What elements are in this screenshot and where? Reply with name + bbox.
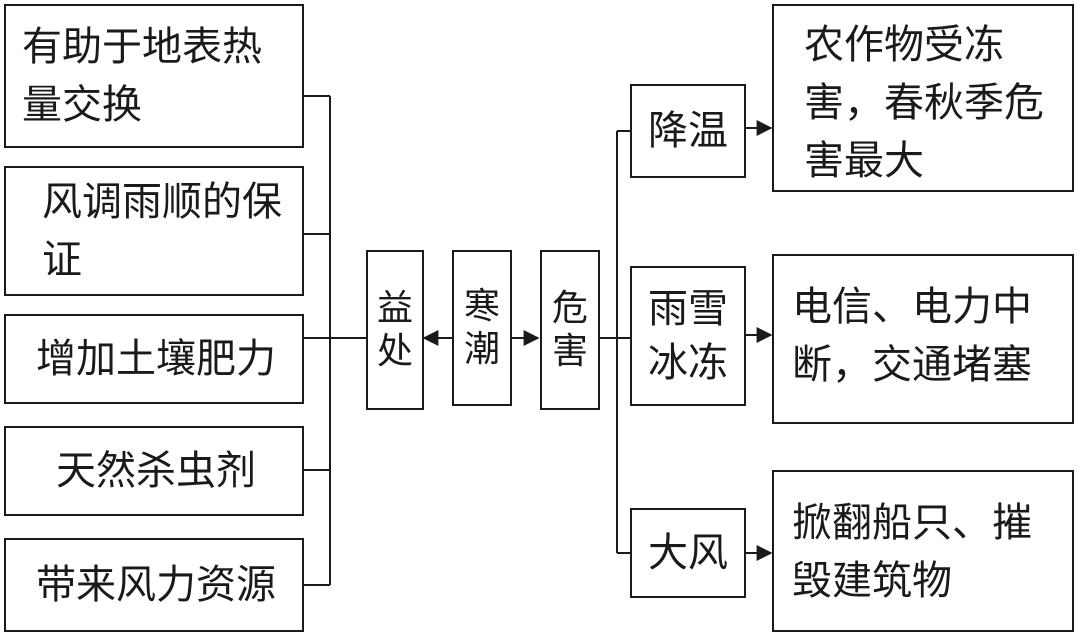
harm-effect-box: 掀翻船只、摧毁建筑物: [772, 470, 1074, 632]
harm-effect-label: 掀翻船只、摧毁建筑物: [792, 500, 1032, 604]
harm-effect-box: 农作物受冻害，春秋季危害最大: [772, 4, 1074, 192]
benefit-box: 带来风力资源: [4, 538, 304, 632]
subject-node: 寒潮: [452, 250, 512, 406]
harm-category-label: 大风: [648, 530, 728, 576]
benefit-box: 有助于地表热量交换: [4, 4, 304, 148]
benefit-label: 增加土壤肥力: [36, 336, 276, 382]
subject-node-label: 寒潮: [463, 285, 500, 370]
harm-node-label: 危害: [551, 287, 588, 372]
harm-node: 危害: [540, 250, 600, 410]
harm-effect-box: 电信、电力中断，交通堵塞: [772, 254, 1074, 424]
benefit-box: 天然杀虫剂: [4, 426, 304, 516]
benefit-box: 风调雨顺的保证: [4, 166, 304, 296]
benefit-label: 风调雨顺的保证: [42, 179, 282, 283]
benefit-label: 天然杀虫剂: [56, 448, 256, 494]
harm-effect-label: 农作物受冻害，春秋季危害最大: [804, 22, 1044, 184]
benefit-label: 有助于地表热量交换: [22, 24, 262, 128]
harm-category-label: 雨雪冰冻: [648, 286, 728, 386]
harm-category-box: 雨雪冰冻: [630, 266, 746, 406]
harm-category-label: 降温: [648, 108, 728, 154]
benefit-node-label: 益处: [376, 287, 413, 372]
benefit-box: 增加土壤肥力: [4, 314, 304, 404]
benefit-node: 益处: [366, 250, 424, 410]
harm-effect-label: 电信、电力中断，交通堵塞: [792, 284, 1032, 388]
harm-category-box: 降温: [630, 84, 746, 178]
harm-category-box: 大风: [630, 508, 746, 598]
benefit-label: 带来风力资源: [36, 562, 276, 608]
